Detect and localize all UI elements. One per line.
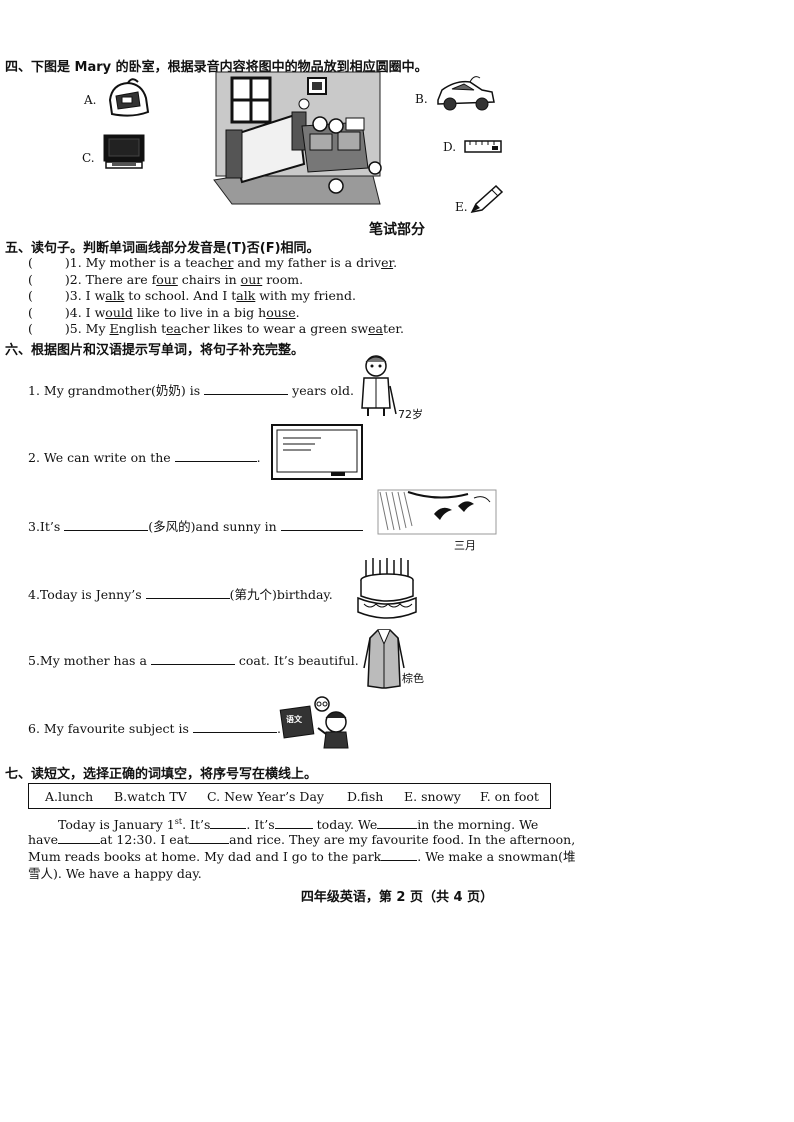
option-c-label: C. xyxy=(82,151,95,165)
answer-blank[interactable] xyxy=(192,720,277,733)
option-b-label: B. xyxy=(415,92,428,106)
section-7-title: 七、读短文，选择正确的词填空，将序号写在横线上。 xyxy=(5,767,318,782)
answer-blank[interactable] xyxy=(145,586,230,599)
age-hint: 72岁 xyxy=(398,408,423,421)
answer-blank[interactable] xyxy=(381,848,418,861)
passage-line-3: Mum reads books at home. My dad and I go… xyxy=(28,848,576,864)
option-d: D.fish xyxy=(347,789,384,804)
option-a: A.lunch xyxy=(45,789,94,804)
coat-icon xyxy=(363,629,405,689)
question-6-3: 3.It’s (多风的)and sunny in xyxy=(28,516,363,535)
answer-blank[interactable] xyxy=(210,816,247,830)
word-options-box: A.lunch B.watch TV C. New Year’s Day D.f… xyxy=(28,783,551,809)
windy-spring-picture xyxy=(377,489,497,535)
pencil-icon xyxy=(470,184,504,214)
birthday-cake-icon xyxy=(357,558,417,619)
answer-blank[interactable] xyxy=(377,816,418,830)
section-5-item-3: ()3. I walk to school. And I talk with m… xyxy=(28,288,356,303)
section-5-title: 五、读句子。判断单词画线部分发音是(T)否(F)相同。 xyxy=(5,241,320,256)
page-footer: 四年级英语，第 2 页（共 4 页） xyxy=(300,890,494,905)
passage-line-1: Today is January 1st. It’s. It’s today. … xyxy=(58,816,539,833)
toy-car-icon xyxy=(437,76,495,111)
section-5-item-2: ()2. There are four chairs in our room. xyxy=(28,272,304,287)
book-label: 语文 xyxy=(286,715,302,724)
bedroom-picture xyxy=(213,71,382,205)
option-b: B.watch TV xyxy=(114,789,187,804)
section-5-item-5: ()5. My English teacher likes to wear a … xyxy=(28,321,404,336)
option-e: E. snowy xyxy=(404,789,461,804)
month-hint: 三月 xyxy=(454,539,476,552)
answer-blank[interactable] xyxy=(150,652,235,665)
blackboard-icon xyxy=(271,424,363,480)
passage-line-4: 雪人). We have a happy day. xyxy=(28,866,202,881)
answer-blank[interactable] xyxy=(280,518,363,531)
option-a-label: A. xyxy=(84,93,97,107)
section-5-item-1: ()1. My mother is a teacher and my fathe… xyxy=(28,255,398,270)
color-hint: 棕色 xyxy=(402,672,424,685)
section-6-title: 六、根据图片和汉语提示写单词，将句子补充完整。 xyxy=(5,343,305,358)
option-e-label: E. xyxy=(455,200,468,214)
section-4-title: 四、下图是 Mary 的卧室，根据录音内容将图中的物品放到相应圆圈中。 xyxy=(5,60,428,75)
answer-blank[interactable] xyxy=(64,518,149,531)
grandmother-icon xyxy=(361,355,397,416)
question-6-5: 5.My mother has a coat. It’s beautiful. xyxy=(28,652,359,668)
section-5-item-4: ()4. I would like to live in a big house… xyxy=(28,305,300,320)
question-6-6: 6. My favourite subject is . xyxy=(28,720,281,736)
schoolbag-icon xyxy=(108,78,150,117)
option-c: C. New Year’s Day xyxy=(207,789,324,804)
option-d-label: D. xyxy=(443,140,457,154)
written-part-heading: 笔试部分 xyxy=(369,222,425,238)
answer-blank[interactable] xyxy=(57,831,100,844)
question-6-1: 1. My grandmother(奶奶) is years old. xyxy=(28,382,354,398)
answer-blank[interactable] xyxy=(274,816,313,830)
question-6-4: 4.Today is Jenny’s (第九个)birthday. xyxy=(28,586,333,602)
answer-blank[interactable] xyxy=(189,831,230,844)
computer-icon xyxy=(103,134,145,169)
option-f: F. on foot xyxy=(480,789,539,804)
answer-blank[interactable] xyxy=(204,382,289,395)
ruler-icon xyxy=(464,140,502,153)
answer-blank[interactable] xyxy=(174,449,257,462)
question-6-2: 2. We can write on the . xyxy=(28,449,261,465)
chinese-book-boy-picture xyxy=(279,696,349,749)
